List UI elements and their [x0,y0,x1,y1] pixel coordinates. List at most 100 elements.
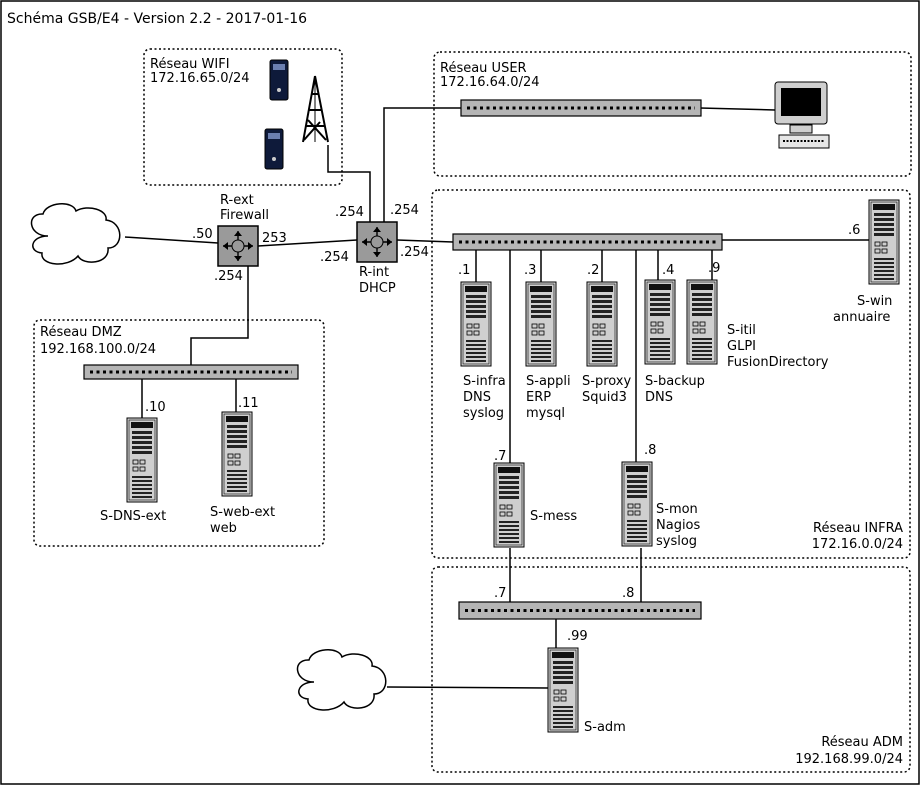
diagram-title: Schéma GSB/E4 - Version 2.2 - 2017-01-16 [7,11,307,27]
server-icon [621,461,653,547]
server-mon-name: S-mon [656,502,698,517]
server-proxy-ip: .2 [587,263,599,278]
server-dns-ext-name: S-DNS-ext [100,509,166,524]
server-infra-role2: syslog [463,406,504,421]
zone-user: Réseau USER 172.16.64.0/24 [433,51,912,177]
server-web-ext: .11 S-web-ext web [210,396,275,536]
router-int-name: R-int [359,265,389,280]
server-win-role: annuaire [833,310,890,325]
server-infra-role1: DNS [463,390,491,405]
server-icon [221,411,253,497]
router-ext-role: Firewall [220,208,269,223]
router-int-role: DHCP [359,281,396,296]
switch-dmz [83,364,299,380]
server-mon-ip-infra: .8 [644,443,656,458]
server-itil-ip: .9 [708,261,720,276]
zone-infra: Réseau INFRA 172.16.0.0/24 [431,189,911,559]
zone-infra-subnet: 172.16.0.0/24 [812,537,903,552]
router-int: R-int DHCP .254 .254 .254 .254 [320,203,429,296]
server-proxy-role: Squid3 [582,390,627,405]
zone-adm-name: Réseau ADM [821,735,903,750]
internet-cloud-icon [30,203,121,265]
switch-icon [458,601,702,620]
zone-wifi-name: Réseau WIFI [150,57,230,72]
switch-infra [452,233,723,251]
server-appli-role1: ERP [526,390,551,405]
server-dns-ext: .10 S-DNS-ext [100,400,166,524]
server-icon [493,462,525,548]
router-ext-ip-link: 253 [262,231,287,246]
switch-adm [458,601,702,620]
router-icon [217,225,259,267]
server-infra-name: S-infra [463,374,506,389]
zone-adm: Réseau ADM 192.168.99.0/24 [431,566,911,773]
server-adm-name: S-adm [584,720,626,735]
router-ext-name: R-ext [220,193,254,208]
server-backup: .4 S-backup DNS [644,263,705,405]
zone-user-name: Réseau USER [440,61,527,76]
zone-wifi: Réseau WIFI 172.16.65.0/24 [143,48,343,186]
workstation-icon [774,81,830,149]
server-win-ip: .6 [848,223,860,238]
switch-user [460,99,702,117]
server-mon: .8 S-mon Nagios syslog .8 [621,443,701,601]
server-mess-ip-infra: .7 [494,449,506,464]
server-win: .6 S-win annuaire [833,199,900,325]
server-mon-role1: Nagios [656,518,701,533]
router-ext: R-ext Firewall .50 253 .254 [192,193,287,284]
server-web-ext-name: S-web-ext [210,505,275,520]
server-icon [644,279,676,365]
server-itil-role1: GLPI [727,339,756,354]
server-mess-ip-adm: .7 [494,586,506,601]
server-icon [686,279,718,365]
server-mon-ip-adm: .8 [622,586,634,601]
external-cloud-icon [296,649,387,711]
server-backup-ip: .4 [662,263,674,278]
server-icon [586,281,618,367]
server-itil-name: S-itil [727,323,756,338]
server-appli: .3 S-appli ERP mysql [524,263,571,421]
server-infra: .1 S-infra DNS syslog [458,263,506,421]
server-appli-name: S-appli [526,374,571,389]
server-icon [460,281,492,367]
server-icon [525,281,557,367]
zone-user-subnet: 172.16.64.0/24 [440,75,540,90]
zone-wifi-subnet: 172.16.65.0/24 [150,71,250,86]
server-icon [547,647,579,733]
server-win-name: S-win [857,294,892,309]
server-icon [868,199,900,285]
server-web-ext-ip: .11 [238,396,259,411]
server-mess-name: S-mess [530,509,577,524]
router-ext-ip-internet: .50 [192,227,213,242]
zone-adm-subnet: 192.168.99.0/24 [795,752,903,767]
server-adm-ip: .99 [567,629,588,644]
switch-icon [83,364,299,380]
switch-icon [460,99,702,117]
zone-infra-name: Réseau INFRA [813,521,903,536]
server-backup-role: DNS [645,390,673,405]
server-mess: .7 S-mess .7 [493,449,577,601]
zone-dmz: Réseau DMZ 192.168.100.0/24 [33,319,325,547]
mobile-device-icon [269,59,289,101]
server-mon-role2: syslog [656,534,697,549]
server-icon [126,417,158,503]
server-appli-ip: .3 [524,263,536,278]
server-adm: .99 S-adm [547,629,626,735]
server-infra-ip: .1 [458,263,470,278]
mobile-device-icon [264,128,284,170]
server-appli-role2: mysql [526,406,565,421]
switch-icon [452,233,723,251]
server-proxy: .2 S-proxy Squid3 [582,263,632,405]
router-int-ip-up: .254 [390,203,419,218]
server-itil-role2: FusionDirectory [727,355,829,370]
server-backup-name: S-backup [645,374,705,389]
router-icon [356,221,398,263]
server-proxy-name: S-proxy [582,374,632,389]
wifi-antenna-icon [302,75,329,143]
router-int-ip-wifi: .254 [335,205,364,220]
server-web-ext-role: web [210,521,237,536]
zone-dmz-name: Réseau DMZ [40,325,122,340]
router-int-ip-infra: .254 [400,245,429,260]
